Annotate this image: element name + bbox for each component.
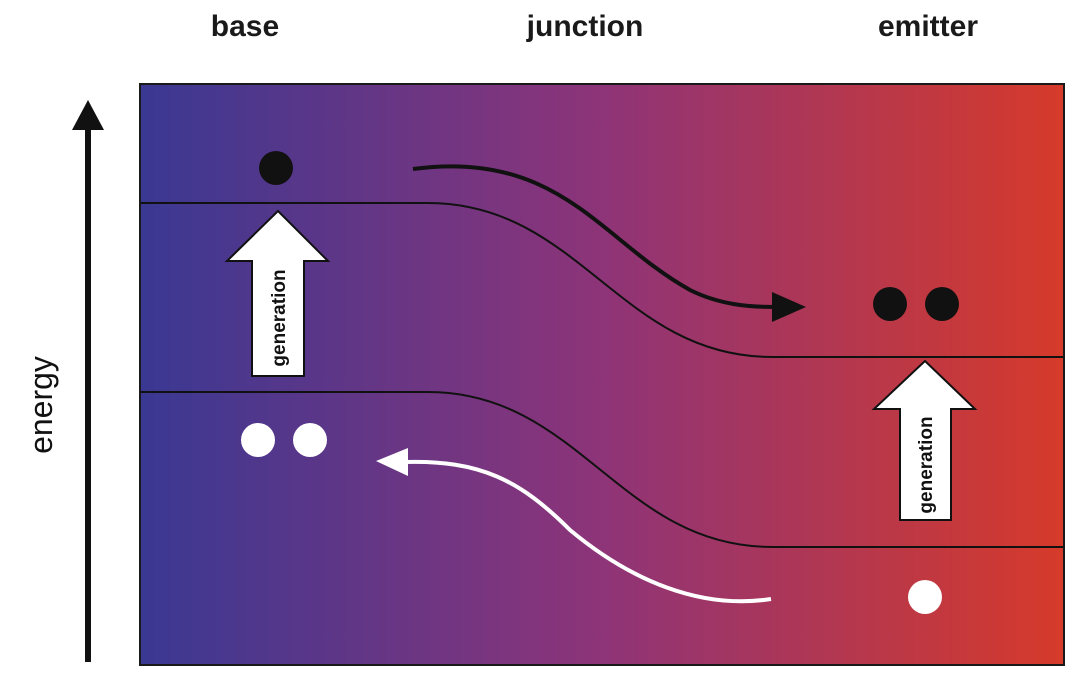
label-junction: junction xyxy=(526,10,644,43)
electron-transport-arrowhead xyxy=(772,292,806,322)
hole-transport-arrow xyxy=(404,459,772,604)
electron-emitter-2 xyxy=(925,287,959,321)
electron-base xyxy=(259,151,293,185)
hole-base-1 xyxy=(241,423,275,457)
hole-transport-arrowhead xyxy=(376,448,408,476)
valence-band-edge xyxy=(141,391,1063,548)
conduction-band-edge xyxy=(141,202,1063,358)
hole-emitter xyxy=(908,580,942,614)
generation-label-left: generation xyxy=(269,269,290,366)
generation-arrow-left: generation xyxy=(224,209,331,377)
label-base: base xyxy=(210,10,280,43)
generation-label-right: generation xyxy=(916,416,937,513)
energy-axis-label: energy xyxy=(23,356,59,454)
label-emitter: emitter xyxy=(877,10,979,43)
hole-base-2 xyxy=(293,423,327,457)
energy-axis xyxy=(72,100,104,662)
energy-axis-arrowhead xyxy=(72,100,104,130)
electron-transport-arrow xyxy=(412,164,776,309)
generation-arrow-right: generation xyxy=(871,359,978,521)
electron-emitter-1 xyxy=(873,287,907,321)
